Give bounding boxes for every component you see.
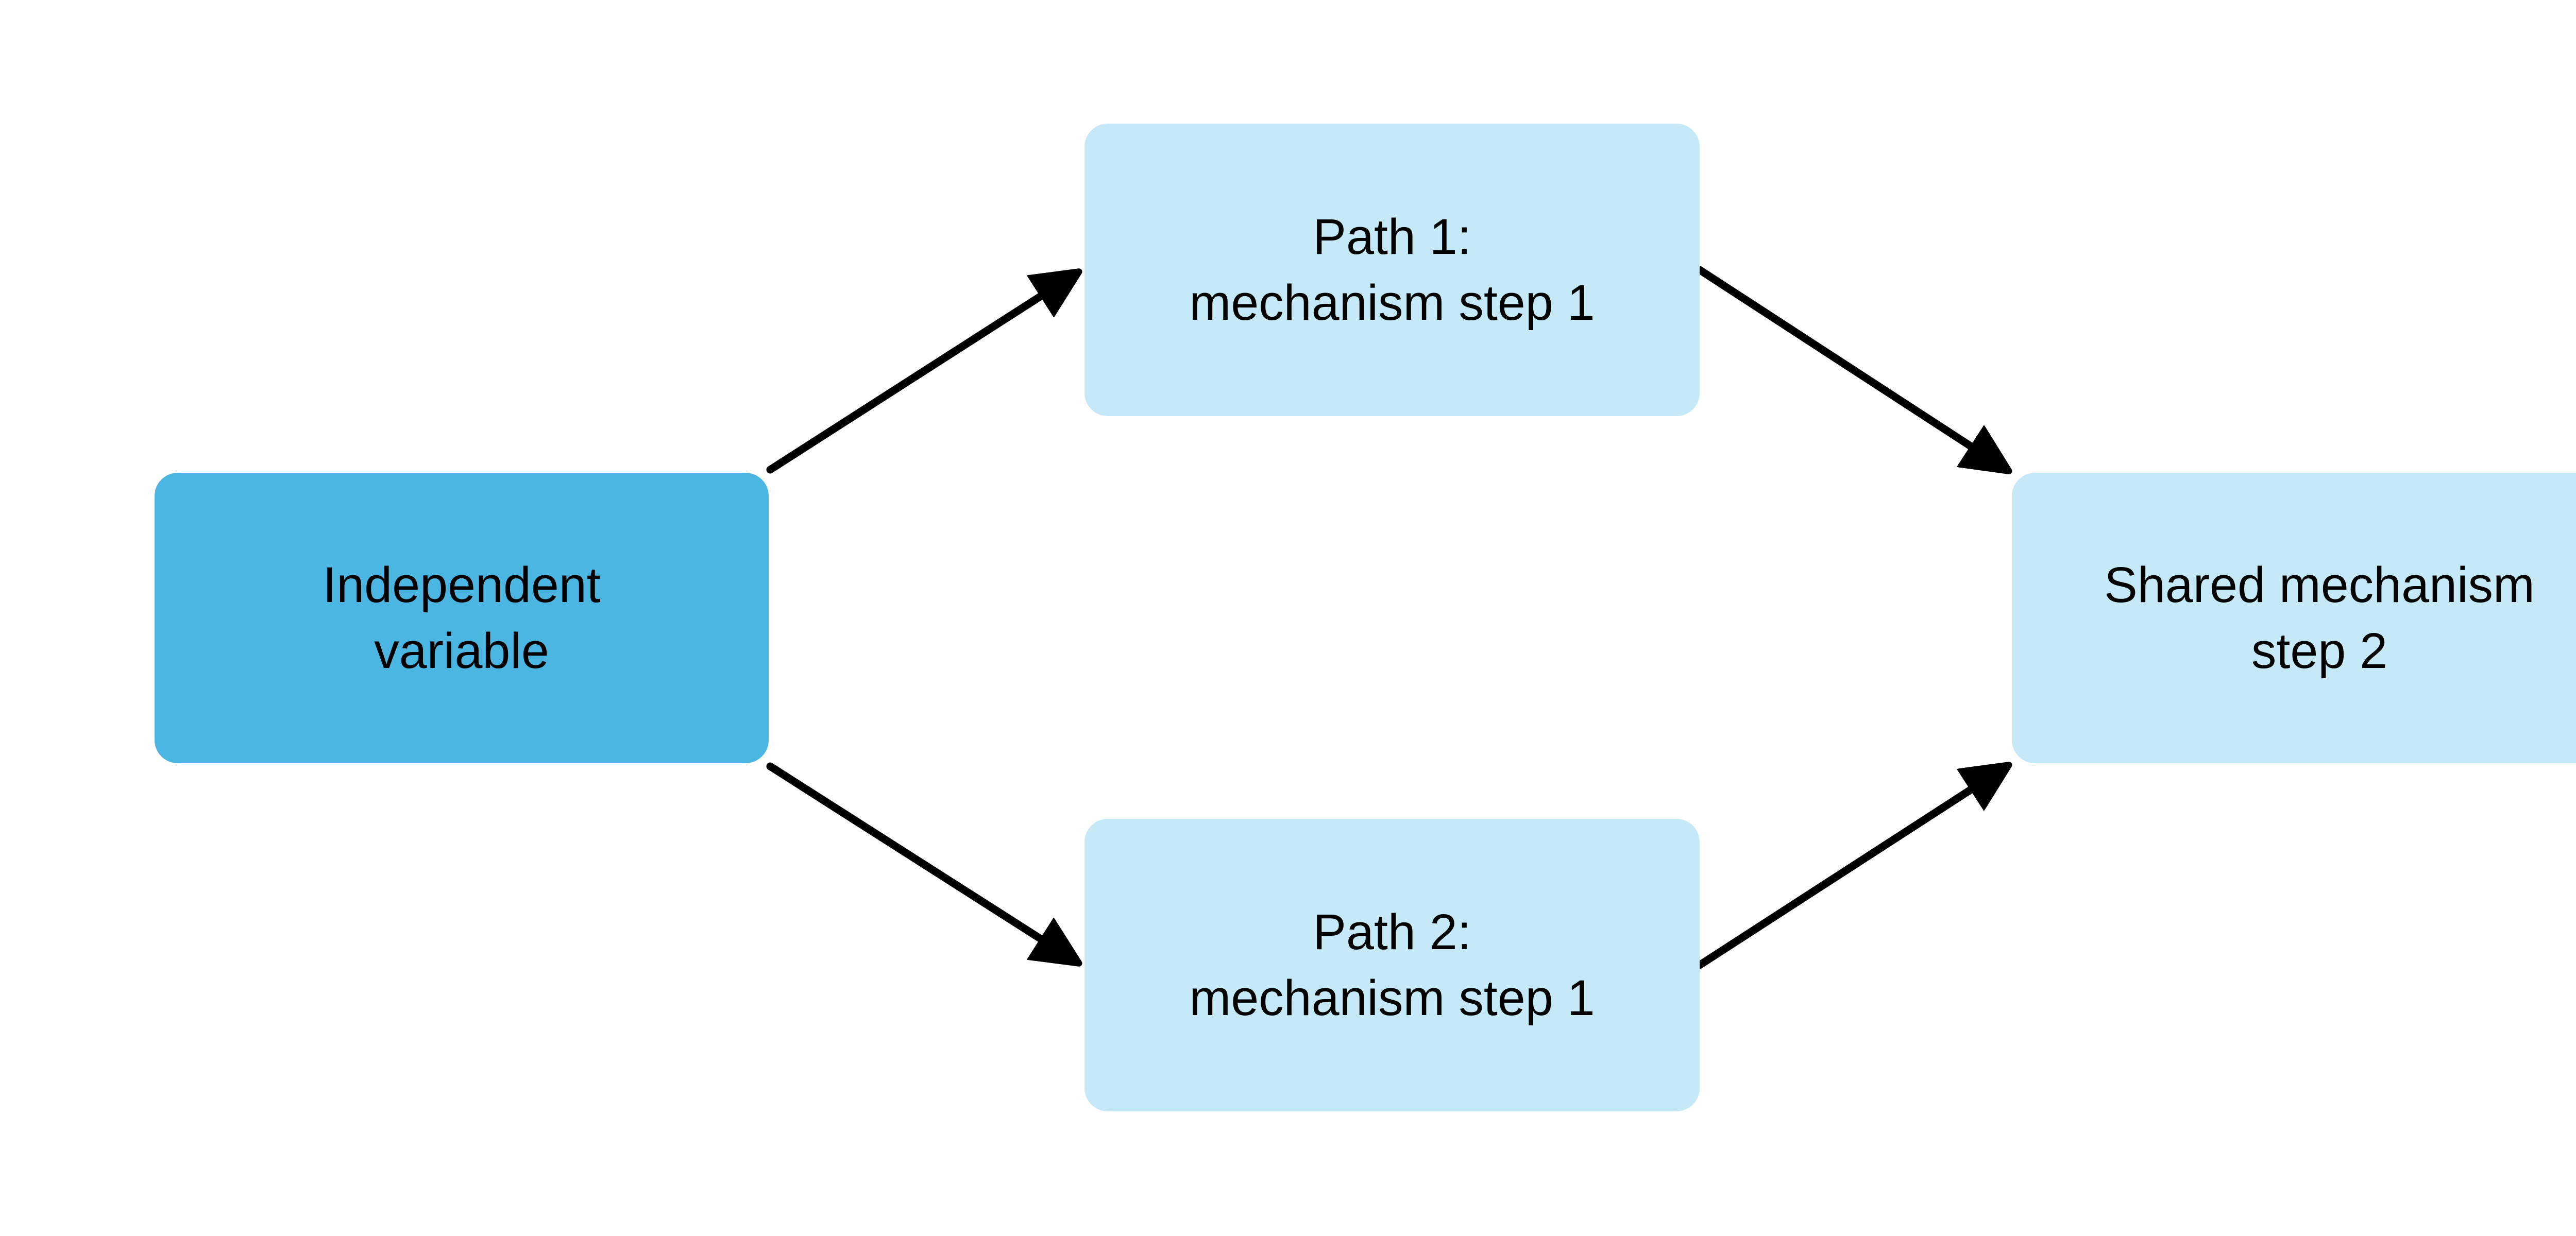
node-label: Shared mechanism step 2 — [2104, 556, 2535, 679]
edge-independent-to-path1 — [766, 276, 1072, 474]
edge-path1-to-shared — [1696, 266, 2002, 467]
node-shared-mechanism-step2: Shared mechanism step 2 — [2012, 473, 2576, 763]
node-label: Independent variable — [323, 556, 601, 679]
node-label: Path 2: mechanism step 1 — [1189, 903, 1595, 1026]
edge-path2-to-shared — [1696, 769, 2002, 969]
node-label: Path 1: mechanism step 1 — [1189, 208, 1595, 331]
node-path2-mechanism-step1: Path 2: mechanism step 1 — [1084, 819, 1700, 1111]
node-path1-mechanism-step1: Path 1: mechanism step 1 — [1084, 124, 1700, 416]
node-independent-variable: Independent variable — [155, 473, 769, 763]
edge-independent-to-path2 — [766, 762, 1072, 959]
